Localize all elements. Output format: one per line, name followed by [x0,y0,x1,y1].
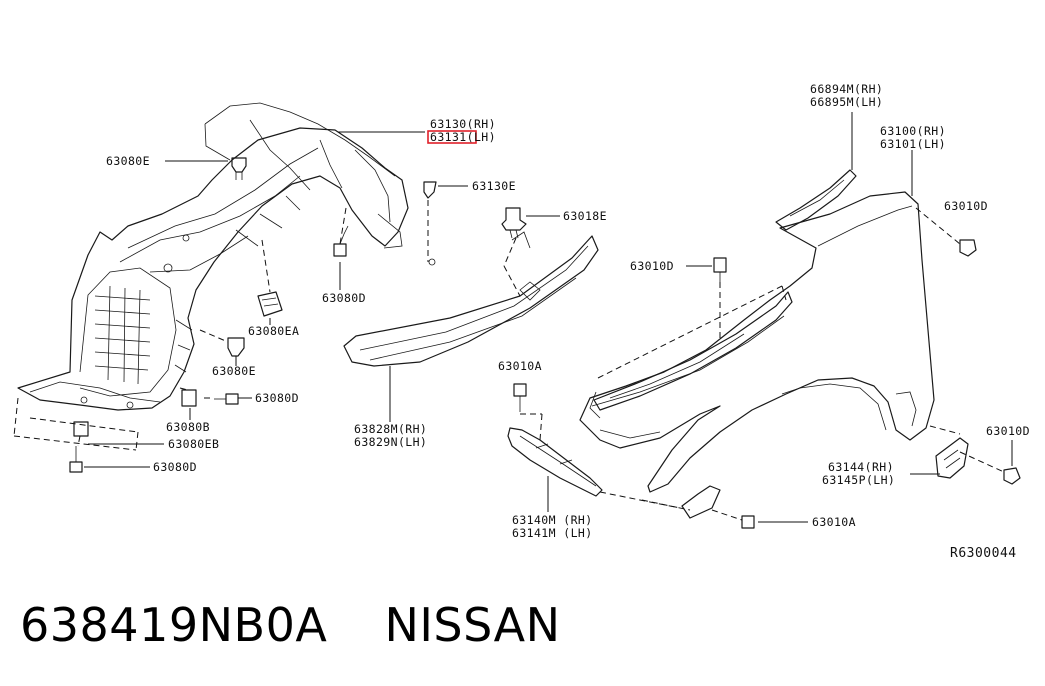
fender-protector-part [17,102,436,411]
part-labels: 63130(RH) 63131(LH) 63080E 63130E 63018E… [106,82,1030,561]
clip-63080b [181,389,197,407]
fender-lower-bracket [681,485,721,519]
label-63080ea: 63080EA [248,324,299,338]
label-63130e: 63130E [472,179,516,193]
grommet-63080ea [257,291,283,317]
bolt-63010d-left [713,257,727,282]
screw-63080d-right [214,393,239,405]
label-63140m-rh: 63140M (RH) [512,513,593,527]
label-66894m-rh: 66894M(RH) [810,82,883,96]
bolt-63010a-up [513,383,527,412]
bolt-63010d-right [1003,467,1021,485]
fender-bracket-66894m [775,169,857,231]
label-63829n-lh: 63829N(LH) [354,435,427,449]
brand-name: NISSAN [384,598,561,652]
clip-63080e-low [227,337,245,357]
clip-63130e [423,181,437,199]
clip-63080e-top [231,157,247,180]
label-63080d-right: 63080D [255,391,299,405]
bolt-63010d-top [959,239,977,257]
bolt-63010a-bot [741,515,755,529]
label-63080e-low: 63080E [212,364,256,378]
fender-rail-bracket [593,291,793,411]
label-63010d-top: 63010D [944,199,988,213]
label-63010d-right: 63010D [986,424,1030,438]
label-63010a-bot: 63010A [812,515,856,529]
label-63141m-lh: 63141M (LH) [512,526,593,540]
caption: 638419NB0A NISSAN [20,598,561,652]
label-63100-rh: 63100(RH) [880,124,946,138]
clip-63080eb [73,421,89,437]
label-63131-lh: 63131(LH) [430,130,496,144]
fender-bracket-63140m [507,427,603,497]
label-66895m-lh: 66895M(LH) [810,95,883,109]
clip-63018e [501,207,527,239]
hood-ledge-seal-part [343,231,599,367]
part-number: 638419NB0A [20,598,328,652]
label-63018e: 63018E [563,209,607,223]
label-63101-lh: 63101(LH) [880,137,946,151]
label-63080d-bot: 63080D [153,460,197,474]
highlight-box [427,130,477,144]
dashed-lines [13,200,1005,521]
fender-bracket-63144 [935,437,969,479]
label-63010d-left: 63010D [630,259,674,273]
leader-lines [84,112,1013,523]
label-63130-rh: 63130(RH) [430,117,496,131]
bolt-63080d-bot [69,446,83,473]
label-63828m-rh: 63828M(RH) [354,422,427,436]
label-63080e-top: 63080E [106,154,150,168]
label-63080b: 63080B [166,420,210,434]
label-63080d-mid: 63080D [322,291,366,305]
label-63144-rh: 63144(RH) [828,460,894,474]
label-63145p-lh: 63145P(LH) [822,473,895,487]
reference-code: R6300044 [950,546,1017,561]
label-63080eb: 63080EB [168,437,219,451]
bolt-63080d-mid [333,225,349,257]
front-fender-part [579,191,935,493]
label-63010a-up: 63010A [498,359,542,373]
